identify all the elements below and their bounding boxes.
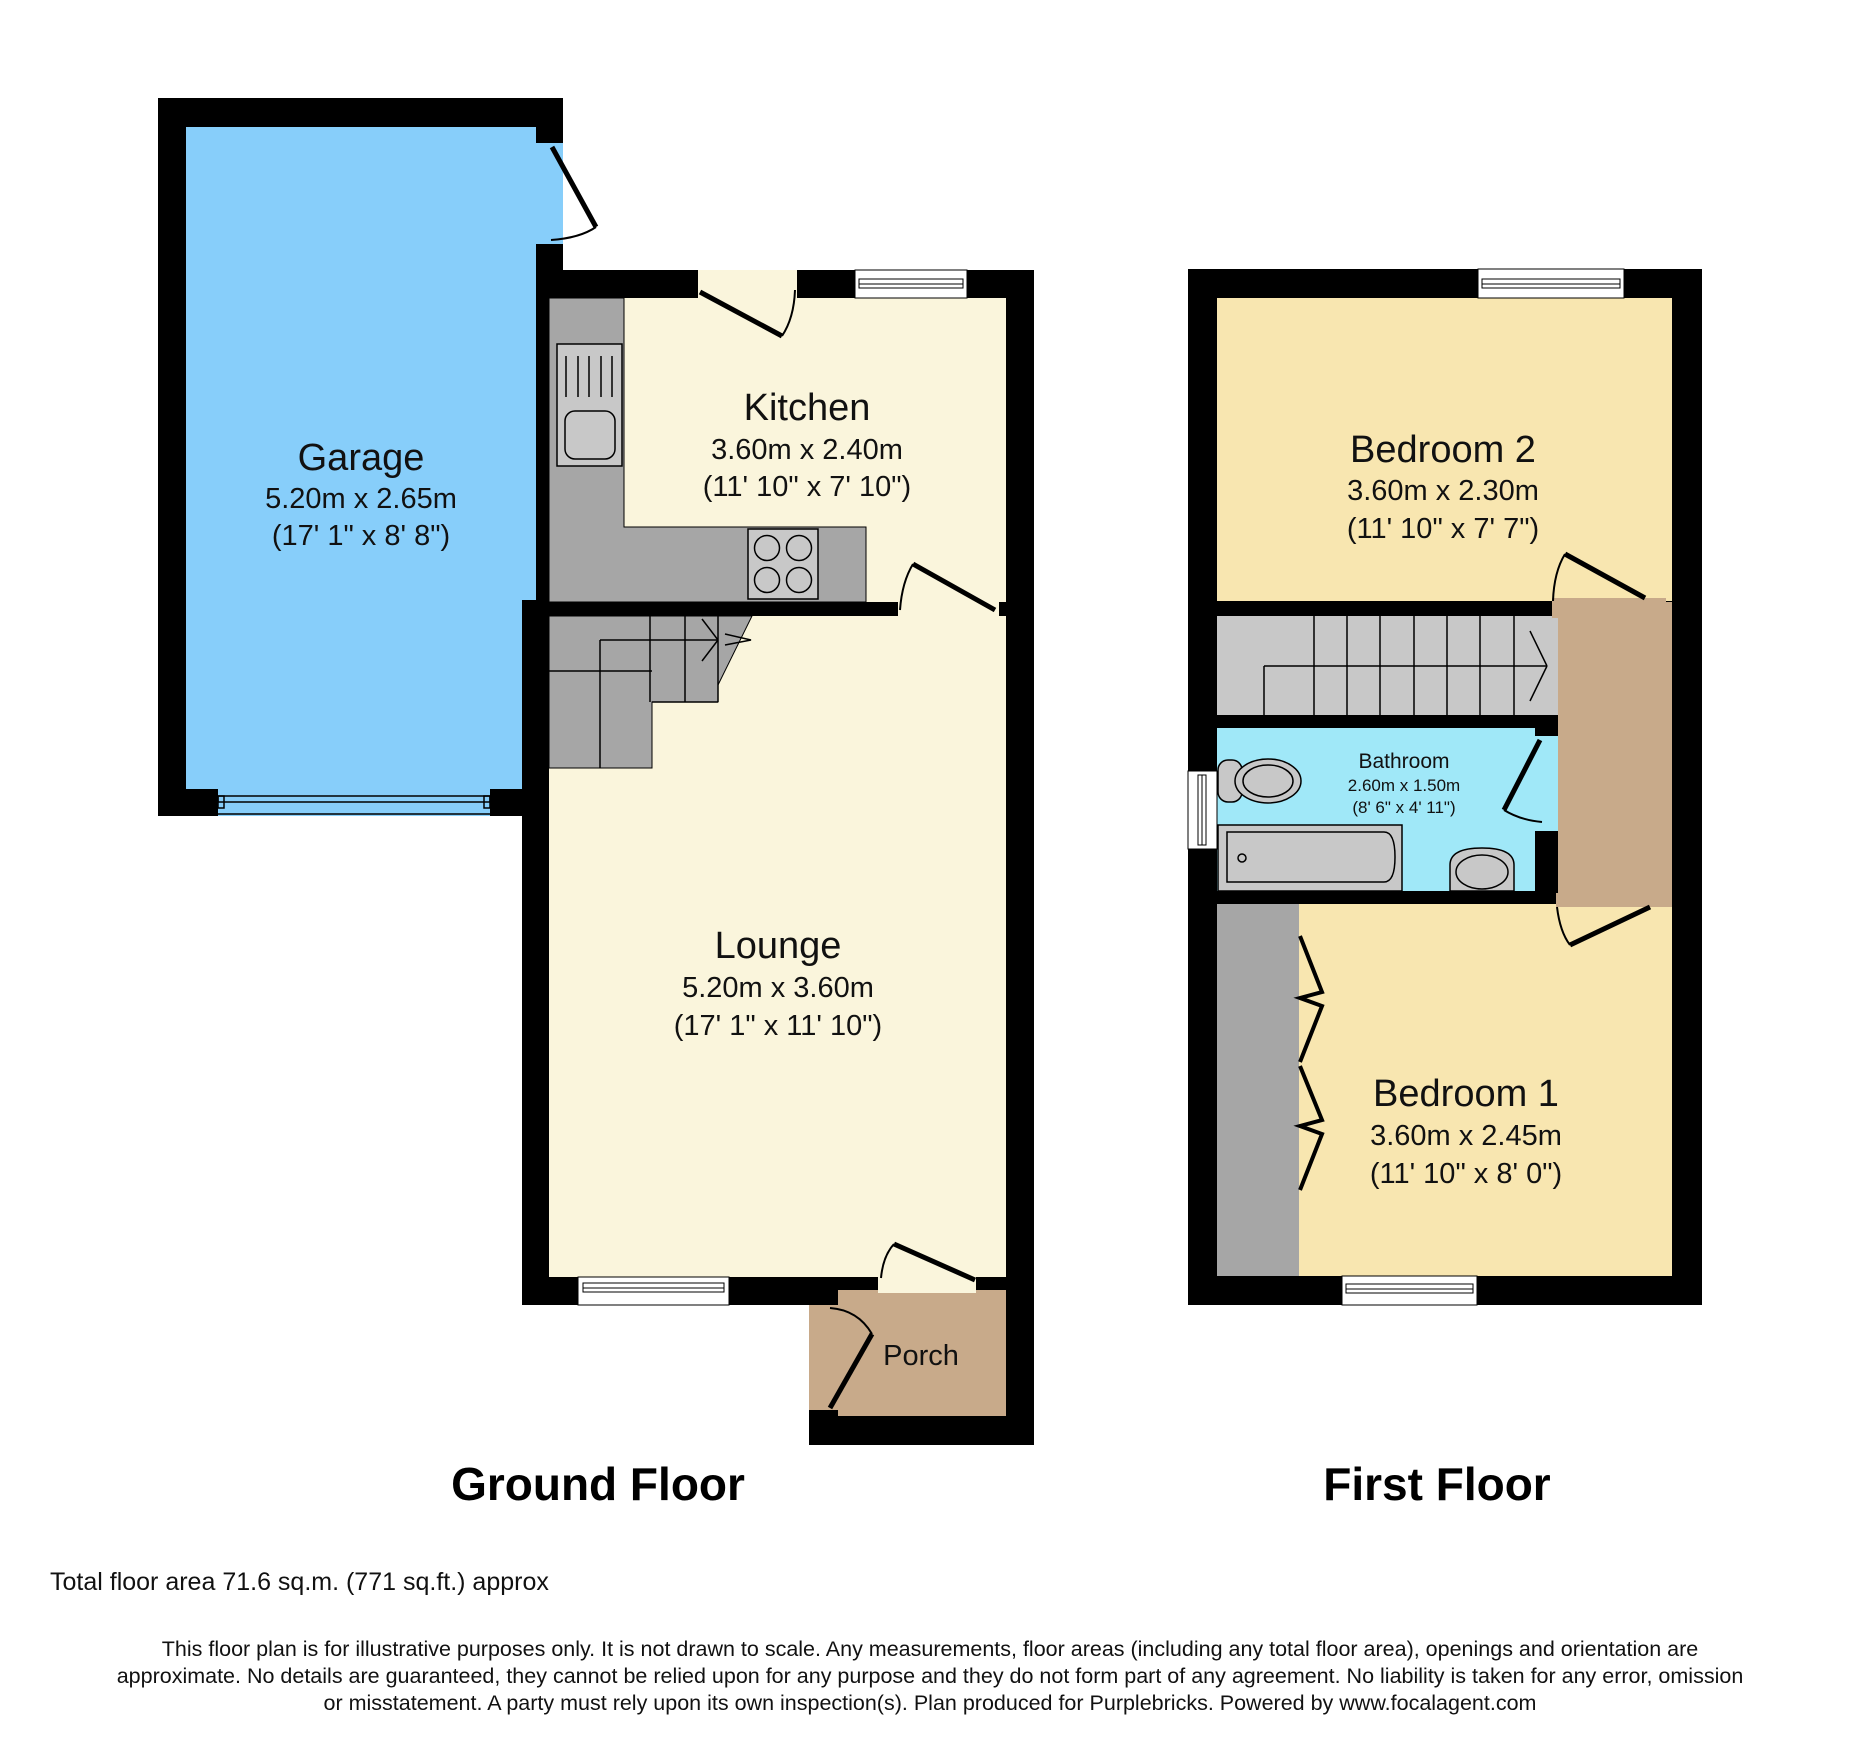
ground-floor-plan: Garage 5.20m x 2.65m (17' 1" x 8' 8") Ki…	[158, 98, 1034, 1510]
garage-floor	[186, 127, 536, 789]
first-floor-title: First Floor	[1323, 1458, 1551, 1510]
bedroom-1-name: Bedroom 1	[1373, 1073, 1559, 1115]
kitchen-name: Kitchen	[744, 387, 871, 429]
lounge-porch-door-icon	[880, 1241, 977, 1283]
lounge-metric: 5.20m x 3.60m	[682, 972, 874, 1004]
total-floor-area: Total floor area 71.6 sq.m. (771 sq.ft.)…	[50, 1568, 549, 1596]
garage-imperial: (17' 1" x 8' 8")	[272, 520, 450, 552]
basin-icon	[1449, 847, 1515, 892]
wardrobe-doors-icon	[1293, 935, 1325, 1191]
porch-front-door-opening	[809, 1305, 839, 1410]
porch-floor	[838, 1290, 1006, 1416]
garage-door-icon	[217, 795, 491, 815]
bathroom-window-icon	[1187, 770, 1218, 850]
disclaimer-line: or misstatement. A party must rely upon …	[323, 1691, 1537, 1715]
kitchen-back-door-icon	[698, 289, 796, 339]
wardrobe-unit	[1217, 904, 1299, 1276]
bedroom-2-metric: 3.60m x 2.30m	[1347, 475, 1539, 507]
toilet-icon	[1217, 758, 1302, 804]
kitchen-window-icon	[854, 269, 968, 299]
kitchen-lounge-door-icon	[899, 561, 997, 613]
hob-icon	[747, 528, 819, 600]
bedroom-1-landing-opening	[1556, 893, 1672, 907]
disclaimer-line: approximate. No details are guaranteed, …	[116, 1664, 1744, 1688]
ground-floor-title: Ground Floor	[451, 1458, 745, 1510]
bedroom-2-window-icon	[1477, 268, 1625, 299]
lounge-name: Lounge	[715, 925, 842, 967]
bedroom-2-floor	[1217, 298, 1672, 601]
kitchen-metric: 3.60m x 2.40m	[711, 434, 903, 466]
disclaimer-line: This floor plan is for illustrative purp…	[161, 1637, 1699, 1661]
garage-metric: 5.20m x 2.65m	[265, 483, 457, 515]
porch-name: Porch	[883, 1340, 959, 1372]
bedroom-1-window-icon	[1341, 1275, 1478, 1306]
bedroom-2-door-icon	[1552, 551, 1647, 602]
first-stairs-icon	[1263, 616, 1548, 715]
ground-stairs-icon	[548, 615, 753, 769]
lounge-window-icon	[577, 1276, 730, 1306]
first-floor-plan: Bedroom 2 3.60m x 2.30m (11' 10" x 7' 7"…	[1187, 268, 1702, 1510]
porch-front-door-icon	[827, 1307, 875, 1410]
bathroom-name: Bathroom	[1358, 750, 1449, 773]
lounge-porch-door-opening	[878, 1275, 976, 1293]
bedroom-1-imperial: (11' 10" x 8' 0")	[1370, 1158, 1562, 1190]
kitchen-lounge-door-opening	[898, 600, 999, 618]
bathroom-door-icon	[1501, 738, 1543, 823]
bedroom-1-door-icon	[1556, 904, 1652, 948]
bathroom-imperial: (8' 6" x 4' 11")	[1352, 798, 1455, 817]
bedroom-1-metric: 3.60m x 2.45m	[1370, 1120, 1562, 1152]
kitchen-back-door-opening	[698, 270, 797, 298]
bathroom-door-opening	[1535, 736, 1558, 831]
garage-side-door-icon	[549, 145, 599, 241]
bathtub-icon	[1217, 824, 1403, 892]
bathroom-metric: 2.60m x 1.50m	[1348, 776, 1460, 795]
lounge-imperial: (17' 1" x 11' 10")	[674, 1010, 882, 1042]
sink-icon	[556, 343, 623, 467]
landing-floor	[1558, 602, 1672, 904]
bedroom-2-door-opening	[1552, 598, 1666, 618]
garage-name: Garage	[298, 437, 425, 479]
bedroom-2-imperial: (11' 10" x 7' 7")	[1347, 513, 1539, 545]
disclaimer: This floor plan is for illustrative purp…	[30, 1636, 1830, 1717]
kitchen-imperial: (11' 10" x 7' 10")	[703, 471, 911, 503]
bedroom-2-name: Bedroom 2	[1350, 429, 1536, 471]
